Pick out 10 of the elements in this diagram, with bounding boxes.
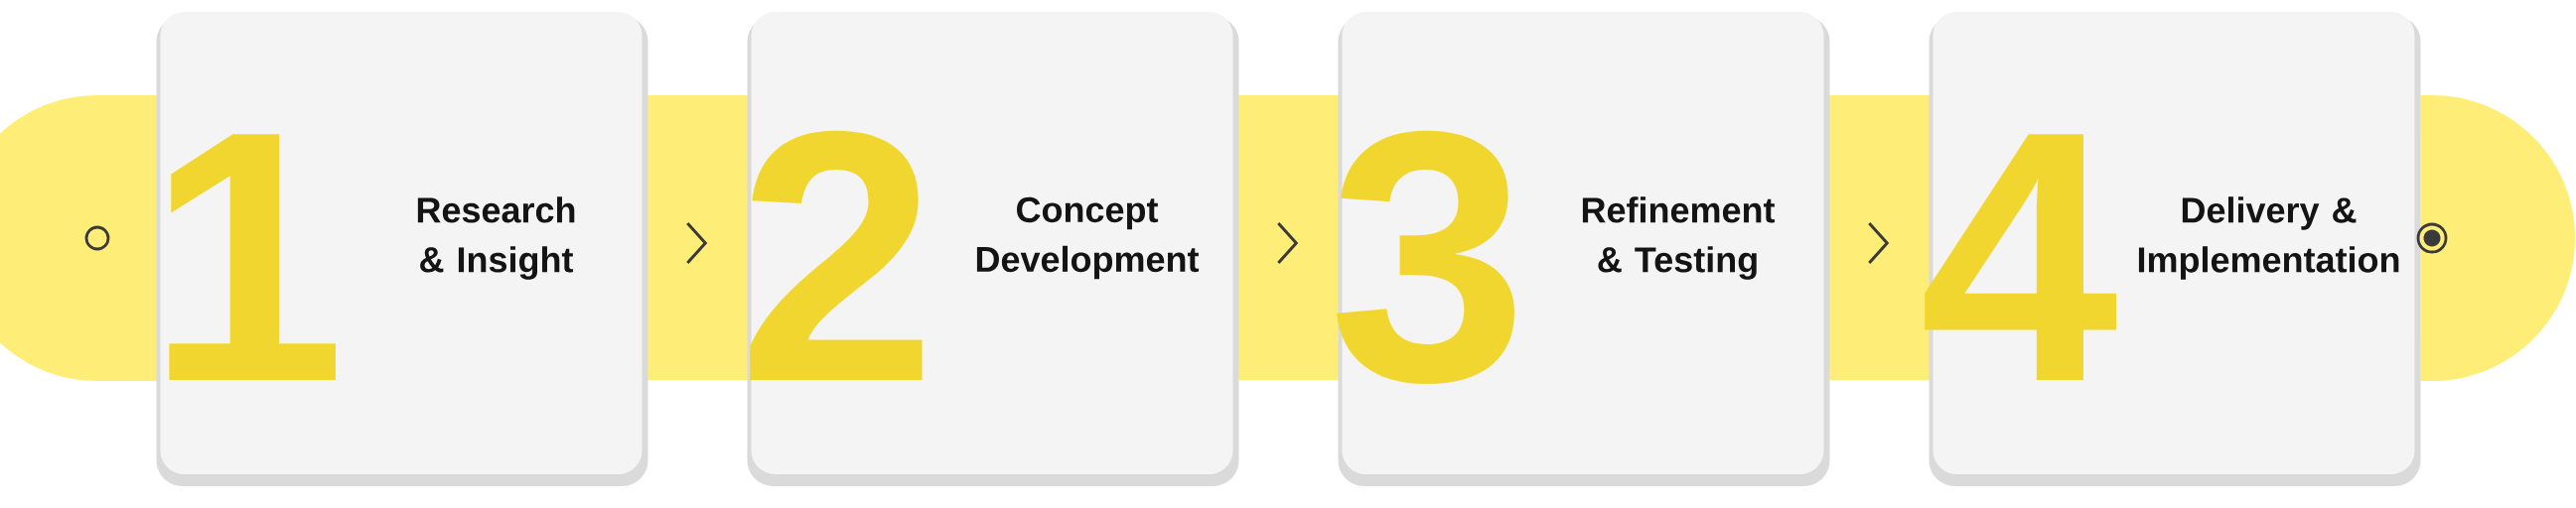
step-title: Concept Development	[976, 196, 1200, 280]
step-title: Research & Insight	[417, 196, 575, 280]
chevron-arrow	[684, 222, 708, 264]
step-title: Delivery & Implementation	[2138, 196, 2399, 280]
chevron-arrow	[1866, 222, 1890, 264]
step-number: 1	[169, 134, 336, 380]
step-title: Refinement & Testing	[1582, 196, 1776, 280]
step-number: 2	[750, 130, 923, 380]
end-circle	[2416, 95, 2576, 381]
chevron-arrow	[1275, 222, 1299, 264]
